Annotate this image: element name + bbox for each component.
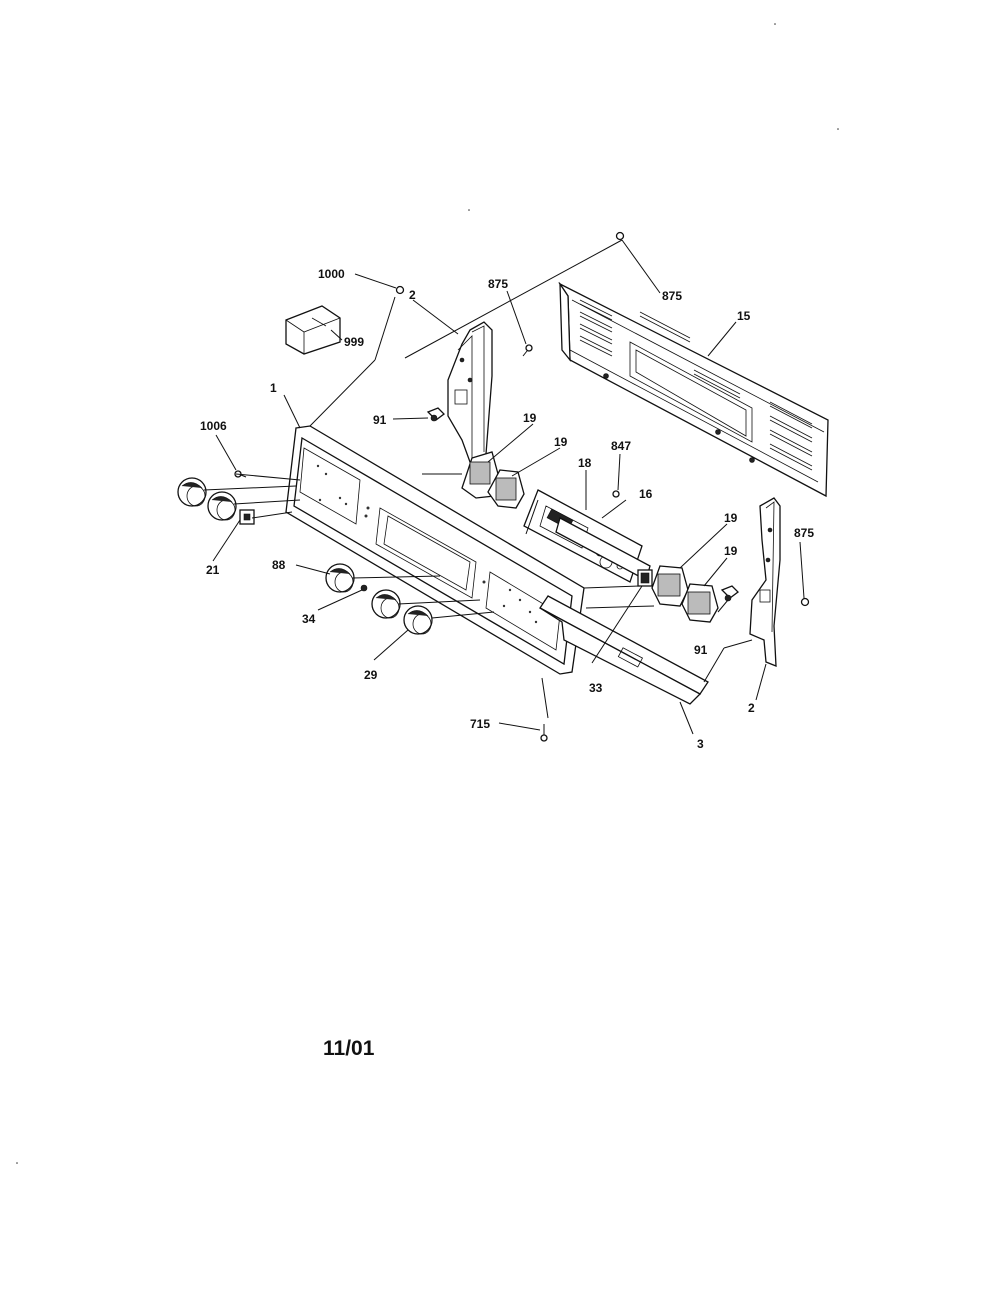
callout-1000: 1000: [318, 267, 345, 281]
screw-91-left: [426, 407, 445, 422]
callout-2-top: 2: [409, 288, 416, 302]
callout-19-b: 19: [554, 435, 568, 449]
callout-3: 3: [697, 737, 704, 751]
switch-19-d: [681, 583, 719, 623]
panel-markings: [316, 464, 538, 624]
callout-29: 29: [364, 668, 378, 682]
callout-1006: 1006: [200, 419, 227, 433]
callout-34: 34: [302, 612, 316, 626]
part-21: [239, 509, 255, 525]
callout-875-right: 875: [794, 526, 814, 540]
callout-1: 1: [270, 381, 277, 395]
screws: [234, 231, 810, 742]
knob-upper-2: [207, 491, 237, 521]
callout-21: 21: [206, 563, 220, 577]
part-33: [637, 569, 653, 587]
knob-lower-1: [371, 589, 401, 619]
left-end-bracket-part: [447, 321, 493, 463]
callout-19-c: 19: [724, 511, 738, 525]
callout-19-d: 19: [724, 544, 738, 558]
callout-999: 999: [344, 335, 364, 349]
callout-91-right: 91: [694, 643, 708, 657]
callout-16: 16: [639, 487, 653, 501]
callout-15: 15: [737, 309, 751, 323]
callout-labels: 1000 999 2 875 875 15 1 91 1006 19 19 84…: [200, 267, 814, 751]
part-999-box: [285, 305, 341, 355]
knob-88: [325, 563, 355, 593]
knob-29: [403, 605, 433, 635]
callout-18: 18: [578, 456, 592, 470]
part-34: [360, 584, 368, 592]
main-control-panel-part: [285, 425, 585, 675]
screw-91-right: [720, 585, 739, 602]
leader-lines: [203, 239, 805, 735]
trim-strip-part: [539, 595, 709, 705]
callout-847: 847: [611, 439, 631, 453]
callout-19-a: 19: [523, 411, 537, 425]
callout-2-bottom: 2: [748, 701, 755, 715]
callout-91-left: 91: [373, 413, 387, 427]
callout-88: 88: [272, 558, 286, 572]
scan-specks: [16, 23, 839, 1164]
rear-panel-part: [558, 281, 829, 498]
callout-875-top-right: 875: [662, 289, 682, 303]
knob-upper-1: [177, 477, 207, 507]
callout-715: 715: [470, 717, 490, 731]
callout-875-top-left: 875: [488, 277, 508, 291]
switch-19-c: [651, 565, 689, 607]
switch-19-b: [487, 469, 525, 509]
date-code: 11/01: [323, 1037, 375, 1060]
right-end-bracket-part: [749, 497, 781, 667]
callout-33: 33: [589, 681, 603, 695]
